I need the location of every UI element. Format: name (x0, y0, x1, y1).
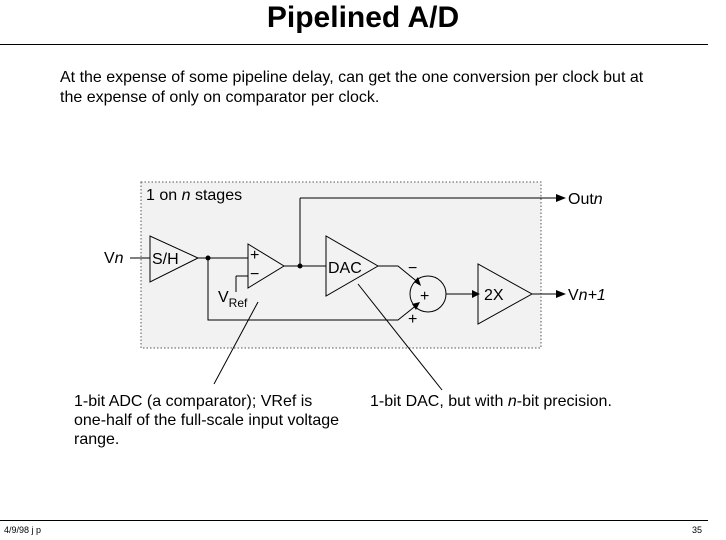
dac-callout: 1-bit DAC, but with n-bit precision. (370, 393, 612, 410)
footer-rule (0, 520, 708, 521)
page-number: 35 (692, 525, 703, 535)
feedforward-wire (207, 258, 419, 321)
dac-output-wire (378, 265, 421, 285)
vout-label: Vn+1 (568, 287, 606, 304)
comparator-plus-label: + (250, 247, 259, 264)
intro-text: At the expense of some pipeline delay, c… (60, 69, 644, 106)
vin-label: Vn (104, 250, 124, 267)
dac-triangle (325, 235, 380, 297)
comparator-minus-label: − (250, 266, 259, 283)
sample-hold-triangle (149, 235, 200, 283)
adc-callout: 1-bit ADC (a comparator); VRef is one-ha… (74, 393, 340, 448)
gain-label: 2X (484, 287, 504, 304)
feedforward-arrow (412, 302, 420, 310)
footer-date: 4/9/98 j p (4, 525, 42, 535)
vout-arrow (556, 290, 566, 298)
vref-label: VRef (218, 289, 248, 310)
slide-title: Pipelined A/D (266, 1, 460, 34)
dac-label: DAC (328, 260, 362, 277)
summer-sign: + (420, 288, 429, 305)
summer-arrow (472, 290, 480, 298)
gain-triangle (477, 263, 534, 325)
dac-arrow (414, 277, 421, 286)
dac-callout-pointer (357, 283, 443, 391)
summer-minus-label: − (408, 260, 417, 277)
outn-arrow (556, 194, 566, 202)
outn-label: Outn (568, 191, 603, 208)
adc-callout-pointer (213, 301, 259, 385)
title-rule (0, 44, 708, 45)
summer-plus-label: + (408, 311, 417, 328)
comparator-triangle (247, 243, 285, 289)
stage-label: 1 on n stages (146, 187, 242, 204)
sample-hold-label: S/H (152, 251, 179, 268)
